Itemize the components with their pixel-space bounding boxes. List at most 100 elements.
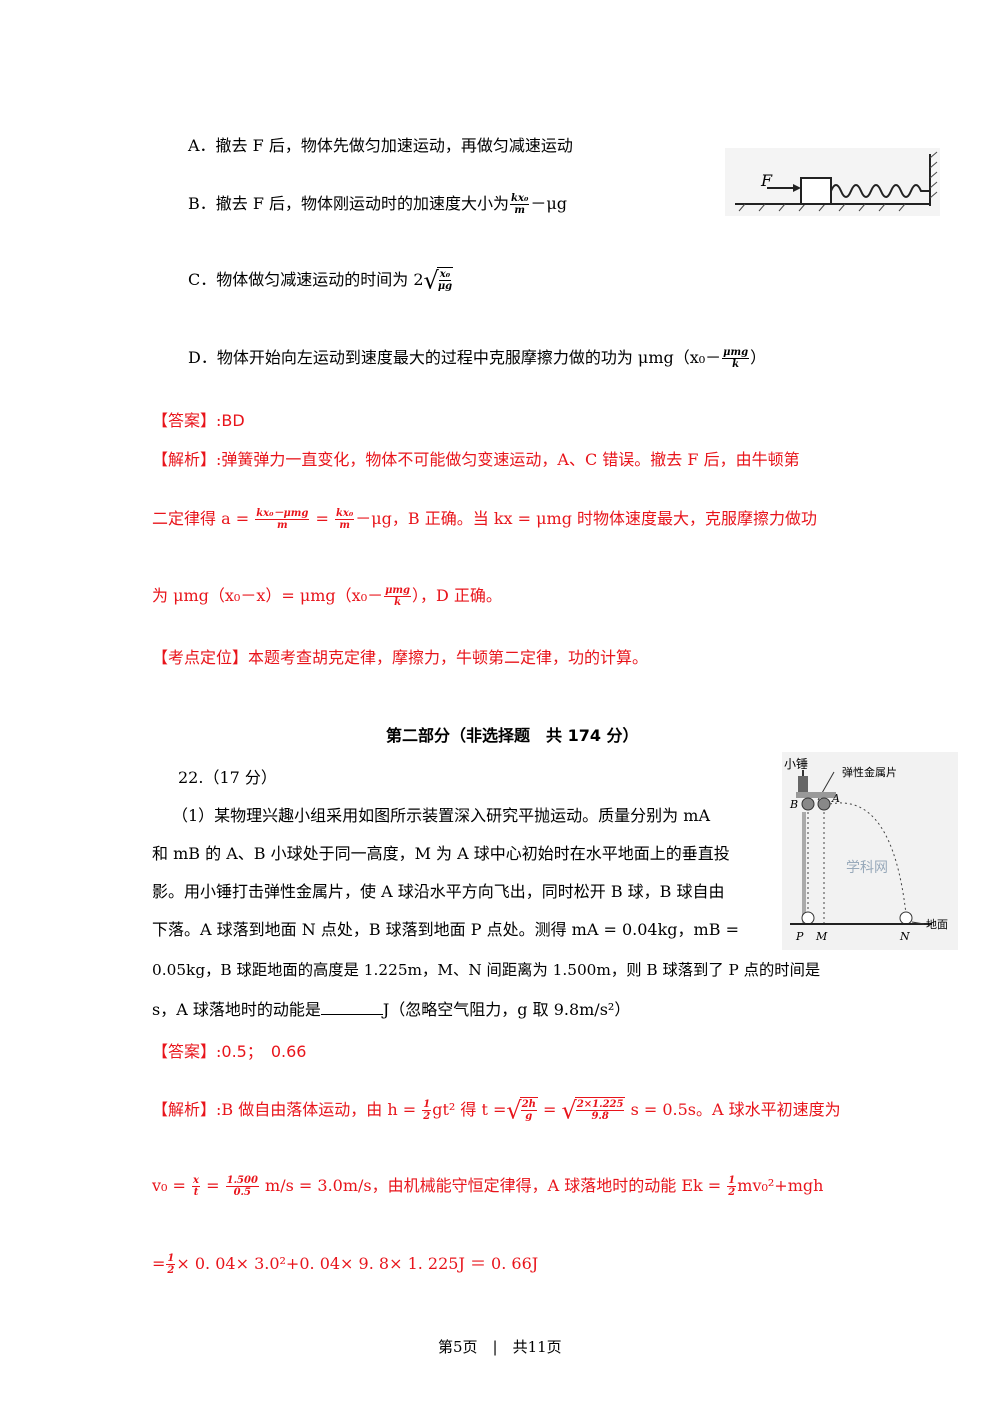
- analysis-1-text-3b: ），D 正确。: [412, 586, 502, 605]
- figure-background: [725, 148, 940, 216]
- watermark-text: 学科网: [846, 860, 888, 876]
- option-b-frac-den: m: [514, 205, 525, 216]
- frac-num: 2h: [520, 1099, 537, 1111]
- analysis-2-eq: =: [206, 1176, 220, 1195]
- analysis-2-text-1b: gt² 得 t =: [432, 1100, 507, 1119]
- question-22-line-3: 影。用小锤打击弹性金属片，使 A 球沿水平方向飞出，同时松开 B 球，B 球自由: [152, 882, 725, 901]
- hammer-icon: [798, 776, 808, 792]
- analysis-2-text-2c: m/s = 3.0m/s，由机械能守恒定律得，A 球落地时的动能 Ek =: [265, 1176, 722, 1195]
- question-22-line-5: 0.05kg，B 球距地面的高度是 1.225m，M、N 间距离为 1.500m…: [152, 961, 821, 979]
- force-arrow-head: [793, 184, 801, 192]
- label-m: M: [815, 930, 828, 943]
- wall-hatch: [929, 151, 938, 199]
- frac-num: 2×1.225: [575, 1099, 625, 1111]
- option-b-text: B．撤去 F 后，物体刚运动时的加速度大小为: [188, 194, 510, 213]
- analysis-1-f3-den: k: [394, 597, 402, 608]
- frac-num: 1: [727, 1175, 737, 1187]
- ball-a: [817, 797, 831, 811]
- frac-den: 9.8: [591, 1111, 609, 1122]
- answer-1-label: 【答案】:: [152, 411, 222, 430]
- ball-a-landed: [899, 911, 913, 925]
- option-d-text: D．物体开始向左运动到速度最大的过程中克服摩擦力做的功为 μmg（x₀－: [188, 348, 722, 367]
- label-n: N: [899, 930, 910, 943]
- analysis-1-eq: =: [315, 509, 329, 528]
- page-footer: 第5页 | 共11页: [438, 1338, 562, 1356]
- sqrt-sign-icon: √: [506, 1096, 522, 1125]
- frac-den: 2: [423, 1111, 431, 1122]
- kaodian: 【考点定位】本题考查胡克定律，摩擦力，牛顿第二定律，功的计算。: [152, 644, 648, 668]
- option-c-frac-den: μg: [437, 281, 453, 292]
- analysis-2-text-3b: × 0. 04× 3.0²+0. 04× 9. 8× 1. 225J ＝ 0. …: [176, 1254, 539, 1273]
- analysis-1-text-1: 弹簧弹力一直变化，物体不可能做匀变速运动，A、C 错误。撤去 F 后，由牛顿第: [221, 450, 800, 469]
- apparatus-top: [796, 792, 836, 798]
- spring-coil: [830, 184, 930, 198]
- option-b-frac-num: kx₀: [510, 193, 530, 205]
- frac-num: x: [192, 1175, 201, 1187]
- analysis-1-f1-num: kx₀－μmg: [255, 508, 310, 520]
- analysis-2-eq: =: [543, 1100, 557, 1119]
- answer-blank: [320, 1000, 383, 1015]
- answer-2-label: 【答案】:: [152, 1042, 222, 1061]
- stand-pole: [802, 812, 806, 924]
- analysis-2-text-2a: v₀ =: [152, 1176, 186, 1195]
- projectile-figure: 小锤 弹性金属片 B A 学科网 P M N 地面: [782, 752, 958, 950]
- analysis-1-f2-num: kx₀: [334, 508, 355, 520]
- spring-block-figure: F: [725, 148, 940, 216]
- analysis-1-text-2a: 二定律得 a =: [152, 509, 250, 528]
- sqrt-sign-icon: √: [561, 1096, 577, 1125]
- plate-label: 弹性金属片: [842, 765, 897, 779]
- ball-b-landed: [801, 911, 815, 925]
- frac-den: g: [525, 1111, 533, 1122]
- block: [800, 177, 832, 205]
- kaodian-text: 本题考查胡克定律，摩擦力，牛顿第二定律，功的计算。: [248, 648, 649, 667]
- hammer-label: 小锤: [784, 756, 808, 771]
- analysis-2-text-3a: =: [152, 1254, 166, 1273]
- frac-den: 2: [728, 1187, 736, 1198]
- option-d-frac-num: μmg: [722, 347, 750, 359]
- frac-den: 2: [167, 1265, 175, 1276]
- option-c-text: C．物体做匀减速运动的时间为 2: [188, 270, 424, 289]
- analysis-1-f3-num: μmg: [384, 585, 412, 597]
- analysis-1-line-1: 【解析】:弹簧弹力一直变化，物体不可能做匀变速运动，A、C 错误。撤去 F 后，…: [152, 446, 800, 470]
- question-22-line-6b: J（忽略空气阻力，g 取 9.8m/s²）: [382, 1000, 631, 1019]
- force-label: F: [760, 171, 773, 190]
- analysis-1-text-3a: 为 μmg（x₀－x）= μmg（x₀－: [152, 586, 384, 605]
- answer-1-value: BD: [221, 411, 245, 430]
- answer-2: 【答案】:0.5； 0.66: [152, 1038, 306, 1062]
- frac-num: 1: [422, 1099, 432, 1111]
- question-22-line-1: （1）某物理兴趣小组采用如图所示装置深入研究平抛运动。质量分别为 mA: [172, 806, 710, 825]
- analysis-1-f1-den: m: [277, 520, 288, 531]
- floor-hatch: [738, 203, 906, 212]
- label-a: A: [831, 792, 840, 805]
- question-22-line-2: 和 mB 的 A、B 小球处于同一高度，M 为 A 球中心初始时在水平地面上的垂…: [152, 844, 730, 863]
- question-22-header: 22.（17 分）: [178, 768, 277, 787]
- option-c-frac-num: x₀: [438, 269, 452, 281]
- sqrt-sign-icon: √: [423, 266, 439, 295]
- option-d-tail: ）: [750, 348, 767, 367]
- label-b: B: [789, 798, 798, 811]
- option-a: A．撤去 F 后，物体先做匀加速运动，再做匀减速运动: [188, 136, 573, 155]
- ground-label: 地面: [926, 918, 948, 931]
- answer-2-value: 0.5； 0.66: [221, 1042, 307, 1061]
